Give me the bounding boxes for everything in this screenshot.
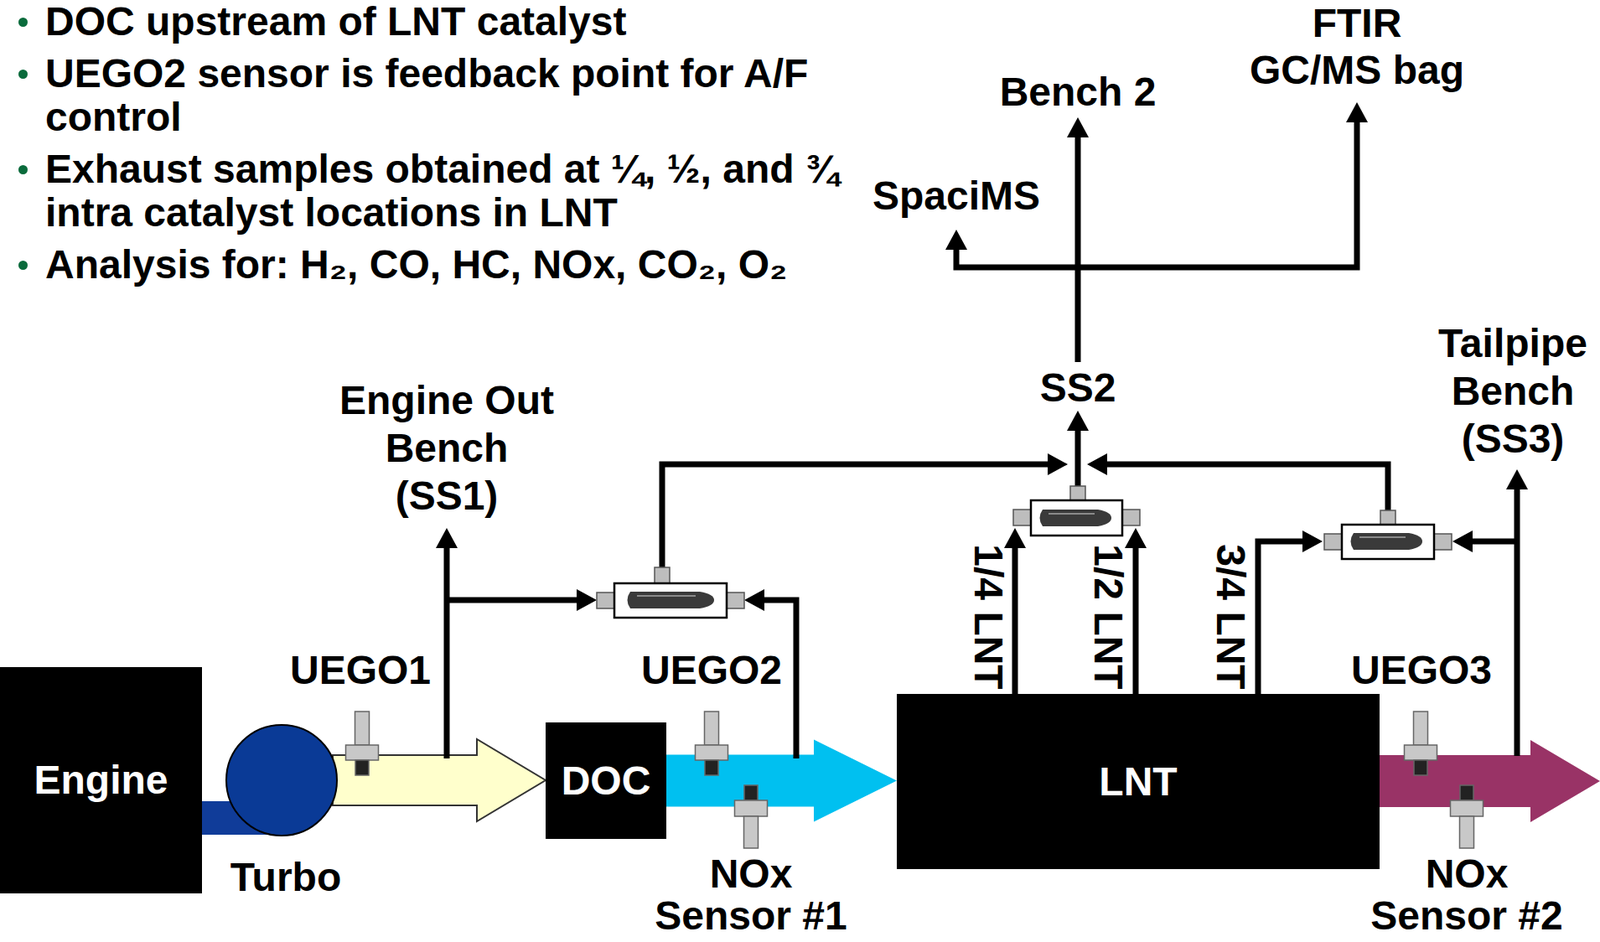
sample-line	[1133, 546, 1140, 694]
bullet-text: DOC upstream of LNT catalyst	[45, 0, 871, 44]
arrowhead	[1506, 469, 1528, 490]
three-way-valve	[1359, 536, 1406, 539]
arrowhead	[1346, 102, 1368, 123]
arrowhead	[1066, 410, 1089, 431]
sample-line	[1470, 538, 1518, 545]
arrowhead	[1047, 453, 1068, 476]
nox-sensor	[1450, 800, 1484, 817]
bullet-dot	[18, 260, 28, 270]
three-way-valve	[614, 583, 727, 618]
exhaust-arrow	[666, 740, 897, 823]
bench-label: Engine Out Bench (SS1)	[334, 376, 560, 520]
node-label: Turbo	[230, 857, 342, 898]
three-way-valve	[596, 486, 1452, 618]
arrowhead	[1087, 453, 1108, 476]
sensor-label: UEGO3	[1351, 650, 1492, 691]
sensor-label: UEGO2	[641, 650, 782, 691]
uego-sensor	[704, 760, 719, 776]
sample-system-label: SS2	[1040, 367, 1117, 409]
three-way-valve	[1351, 533, 1424, 550]
arrowhead	[1302, 530, 1323, 553]
three-way-valve	[596, 592, 615, 609]
analyzer-label: SpaciMS	[872, 176, 1041, 217]
arrowhead	[744, 589, 765, 612]
node-label: Engine	[33, 760, 168, 801]
arrowhead	[1452, 530, 1473, 553]
three-way-valve	[1048, 512, 1095, 515]
sample-line	[1012, 546, 1019, 694]
node-label: LNT	[1098, 761, 1177, 803]
bench-label: Tailpipe Bench (SS3)	[1429, 319, 1597, 463]
arrowhead	[1066, 117, 1089, 138]
node-label: DOC	[561, 761, 652, 802]
doc-box: DOC	[545, 722, 667, 839]
three-way-valve	[1341, 524, 1435, 560]
bullet-dot	[18, 69, 28, 79]
sample-line	[446, 597, 580, 604]
sensor-label: NOx Sensor #1	[648, 853, 855, 938]
circle-outline	[225, 724, 338, 837]
nox-sensor	[735, 800, 768, 817]
tailpipe-exhaust-arrow	[1379, 740, 1600, 823]
sample-line	[1075, 135, 1082, 363]
bench-label: Bench 2	[999, 72, 1157, 113]
bullet-dot	[18, 165, 28, 175]
sensor-label: UEGO1	[289, 650, 431, 691]
engine-box: Engine	[0, 667, 202, 894]
three-way-valve	[1013, 509, 1031, 526]
three-way-valve	[1380, 510, 1396, 525]
uego-sensor	[1413, 760, 1428, 776]
three-way-valve	[636, 595, 696, 597]
bullet-dot	[18, 17, 28, 27]
sample-line	[1075, 429, 1082, 487]
sensor-label: NOx Sensor #2	[1364, 853, 1570, 938]
turbo-circle: Turbo	[225, 724, 338, 837]
uego-sensor	[695, 745, 729, 761]
uego-sensor	[355, 760, 369, 776]
three-way-valve	[627, 591, 715, 609]
nox-sensor	[744, 816, 759, 849]
three-way-valve	[726, 592, 745, 609]
nox-sensor	[1460, 816, 1475, 849]
sample-port-label: 1/2 LNT	[1087, 543, 1129, 689]
sample-line	[1105, 464, 1388, 511]
nox-sensor	[1460, 785, 1474, 801]
three-way-valve	[1030, 500, 1123, 536]
uego-sensor	[346, 745, 379, 761]
three-way-valve	[1070, 486, 1086, 501]
three-way-valve	[1434, 533, 1452, 550]
sample-line	[1514, 487, 1521, 756]
turbo-shape	[226, 724, 337, 836]
analyzer-label: FTIR GC/MS bag	[1246, 0, 1469, 94]
uego-sensor	[355, 711, 370, 746]
tailpipe-exhaust-arrow	[1379, 740, 1600, 823]
sample-line	[1258, 541, 1305, 694]
sample-port-label: 1/4 LNT	[968, 543, 1009, 689]
three-way-valve	[654, 567, 670, 584]
sample-line	[444, 546, 451, 759]
sample-port-label: 3/4 LNT	[1210, 543, 1251, 689]
three-way-valve	[1040, 509, 1113, 527]
bullet-text: Exhaust samples obtained at ¼, ½, and ¾ …	[45, 147, 871, 235]
arrowhead	[576, 589, 597, 612]
uego-sensor	[704, 711, 720, 746]
arrowhead	[945, 229, 968, 250]
three-way-valve	[1324, 533, 1342, 550]
bullet-text: UEGO2 sensor is feedback point for A/F c…	[45, 51, 871, 140]
uego-sensor	[1404, 745, 1438, 761]
arrowhead	[435, 528, 458, 549]
exhaust-arrow	[332, 739, 546, 822]
nox-sensor	[744, 785, 758, 801]
lnt-box: LNT	[896, 693, 1380, 870]
three-way-valve	[1122, 509, 1140, 526]
bullet-text: Analysis for: H₂, CO, HC, NOx, CO₂, O₂	[45, 243, 871, 287]
uego-sensor	[1413, 711, 1429, 746]
